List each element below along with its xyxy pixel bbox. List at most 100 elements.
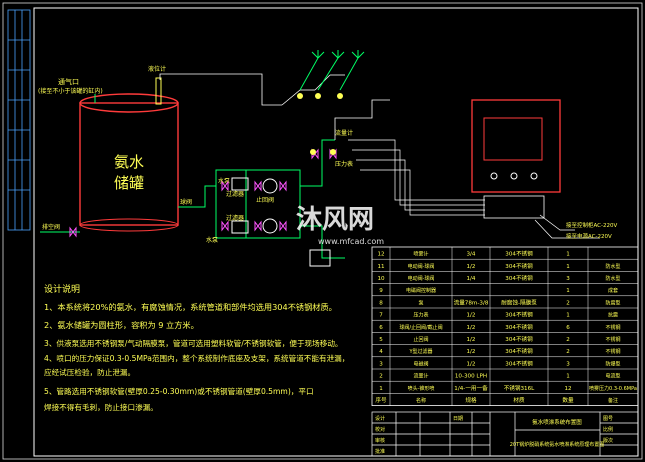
bom-cell: 6 — [566, 325, 570, 331]
bom-cell: 成套 — [608, 287, 618, 294]
nozzle-valves — [297, 93, 343, 155]
bom-cell: 电流型 — [605, 373, 620, 380]
notes-title: 设计说明 — [44, 283, 80, 295]
bom-cell: 1/2 — [466, 361, 475, 367]
bom-cell: 12 — [377, 252, 384, 258]
bom-cell: 不锈钢 — [605, 324, 620, 331]
tb-cell-3: 审核 — [375, 437, 385, 444]
filter1-label: 过滤器 — [226, 190, 244, 198]
bom-cell: 喷头-锥形喷 — [408, 385, 435, 392]
bom-cell: 泵 — [418, 300, 423, 306]
bom-header-cell: 材质 — [513, 396, 525, 404]
notes-line-6: 5、管路选用不锈钢软管(壁厚0.25-0.30mm)或不锈钢管道(壁厚0.5mm… — [44, 386, 314, 396]
bom-cell: 3 — [566, 276, 570, 282]
bom-cell: 流量计 — [413, 373, 428, 380]
bom-cell: 2 — [566, 349, 570, 355]
bom-cell: 1 — [566, 374, 570, 380]
bom-cell: 电动阀-球阀 — [408, 275, 435, 282]
check-valve-label: 止回阀 — [256, 196, 274, 204]
bom-border — [371, 246, 639, 407]
bom-cell: 1 — [566, 288, 570, 294]
bom-cell: 8 — [379, 300, 383, 306]
tb-cell-8: 版次 — [603, 437, 613, 444]
drain-label: 排空阀 — [42, 223, 60, 231]
bom-cell: 球阀/止回阀/截止阀 — [399, 324, 442, 331]
watermark-text: 沐风网 — [296, 205, 374, 235]
bom-cell: 1/2 — [466, 313, 475, 319]
bom-cell: 1/4-一用一备 — [454, 384, 488, 392]
pump-skid — [215, 139, 345, 267]
bom-cell: 11 — [377, 264, 385, 270]
bom-cell: 1 — [566, 252, 570, 258]
tb-cell-4: 批准 — [375, 448, 385, 455]
bom-cell: 压力表 — [413, 312, 428, 319]
flowmeter-label: 流量计 — [335, 129, 353, 137]
bom-cell: Y型过滤器 — [408, 348, 432, 355]
bom-cell: 抗震 — [608, 312, 618, 319]
pressure-gauge-label: 压力表 — [335, 160, 353, 168]
spray-manifold — [159, 73, 390, 140]
outlet-pipe — [178, 185, 216, 208]
drain-valve-icon — [69, 226, 77, 238]
bom-cell: 电动阀-球阀 — [408, 263, 435, 270]
bom-cell: 防腐型 — [605, 299, 620, 306]
control-wiring — [348, 139, 600, 239]
drawing-title: 氨水喷淋系统布置图 — [532, 418, 582, 426]
outlet-label: 球阀 — [180, 198, 192, 206]
bom-cell: 10 — [377, 276, 385, 282]
bom-cell: 1/4 — [466, 276, 475, 282]
bom-cell: 304不锈钢 — [505, 323, 533, 331]
level-gauge — [155, 77, 162, 105]
bom-cell: 304不锈钢 — [505, 262, 533, 270]
tank-title-line1: 氨水 — [114, 153, 144, 171]
notes-line-2: 2、氨水储罐为圆柱形，容积为 9 立方米。 — [44, 320, 199, 330]
bom-cell: 12 — [564, 386, 571, 392]
bom-cell: 6 — [379, 325, 383, 331]
bom-cell: 4 — [379, 349, 383, 355]
bom-header-cell: 数量 — [562, 396, 574, 404]
pump2-label: 水泵 — [206, 236, 218, 244]
cabinet-label-1: 接至控制柜AC-220V — [566, 221, 617, 229]
bom-cell: 喷雾计 — [413, 251, 428, 258]
title-block — [371, 411, 639, 457]
bom-cell: 电磁阀 — [413, 360, 428, 367]
bom-cell: 304不锈钢 — [505, 311, 533, 319]
vent-label: 通气口 — [58, 77, 79, 86]
pump1-label: 水泵 — [218, 177, 230, 185]
bom-cell: 电磁阀控制器 — [406, 287, 436, 294]
filter2-label: 过滤器 — [226, 214, 244, 222]
bom-cell: 1/2 — [466, 349, 475, 355]
bom-cell: 1/2 — [466, 264, 475, 270]
watermark: 沐风网 www.mfcad.com — [296, 205, 384, 246]
bom-cell: 304不锈钢 — [505, 359, 533, 367]
notes-line-4: 4、喷口的压力保证0.3-0.5MPa范围内，整个系统制作底座及支架，系统管道不… — [44, 353, 349, 363]
bom-header-cell: 序号 — [375, 396, 387, 404]
bom-cell: 3 — [379, 361, 383, 367]
cabinet-label-2: 接至电源AC-220V — [566, 232, 612, 240]
ammonia-tank: 氨水 储罐 — [79, 93, 179, 232]
valve-symbols — [221, 148, 337, 232]
vent-note: (接至不小于该罐的缸内) — [38, 87, 103, 95]
design-notes: 设计说明 1、本系统将20%的氨水，有腐蚀情况，系统管道和部件均选用304不锈钢… — [44, 283, 349, 412]
bom-cell: 止回阀 — [413, 336, 428, 343]
bom-cell: 304不锈钢 — [505, 250, 533, 258]
bom-cell: 防水型 — [605, 275, 620, 282]
watermark-url: www.mfcad.com — [318, 237, 384, 246]
tank-title-line2: 储罐 — [114, 174, 144, 192]
bom-cell: 2 — [566, 300, 570, 306]
bom-cell: 防爆型 — [605, 360, 620, 367]
drawing-frame-inner — [33, 7, 639, 457]
bom-cell: 不锈钢316L — [504, 384, 535, 392]
bom-cell: 10-300 LPH — [455, 374, 487, 380]
notes-line-7: 焊接不得有毛刺，防止接口渗漏。 — [44, 402, 158, 412]
notes-line-5: 应经试压检验，防止泄漏。 — [44, 367, 135, 377]
level-gauge-label: 液位计 — [148, 65, 166, 73]
tb-cell-6: 图号 — [603, 416, 613, 422]
bom-cell: 1 — [566, 313, 570, 319]
tb-cell-1: 设计 — [375, 415, 385, 422]
notes-line-1: 1、本系统将20%的氨水，有腐蚀情况，系统管道和部件均选用304不锈钢材质。 — [44, 302, 337, 312]
bom-cell: 1 — [566, 264, 570, 270]
